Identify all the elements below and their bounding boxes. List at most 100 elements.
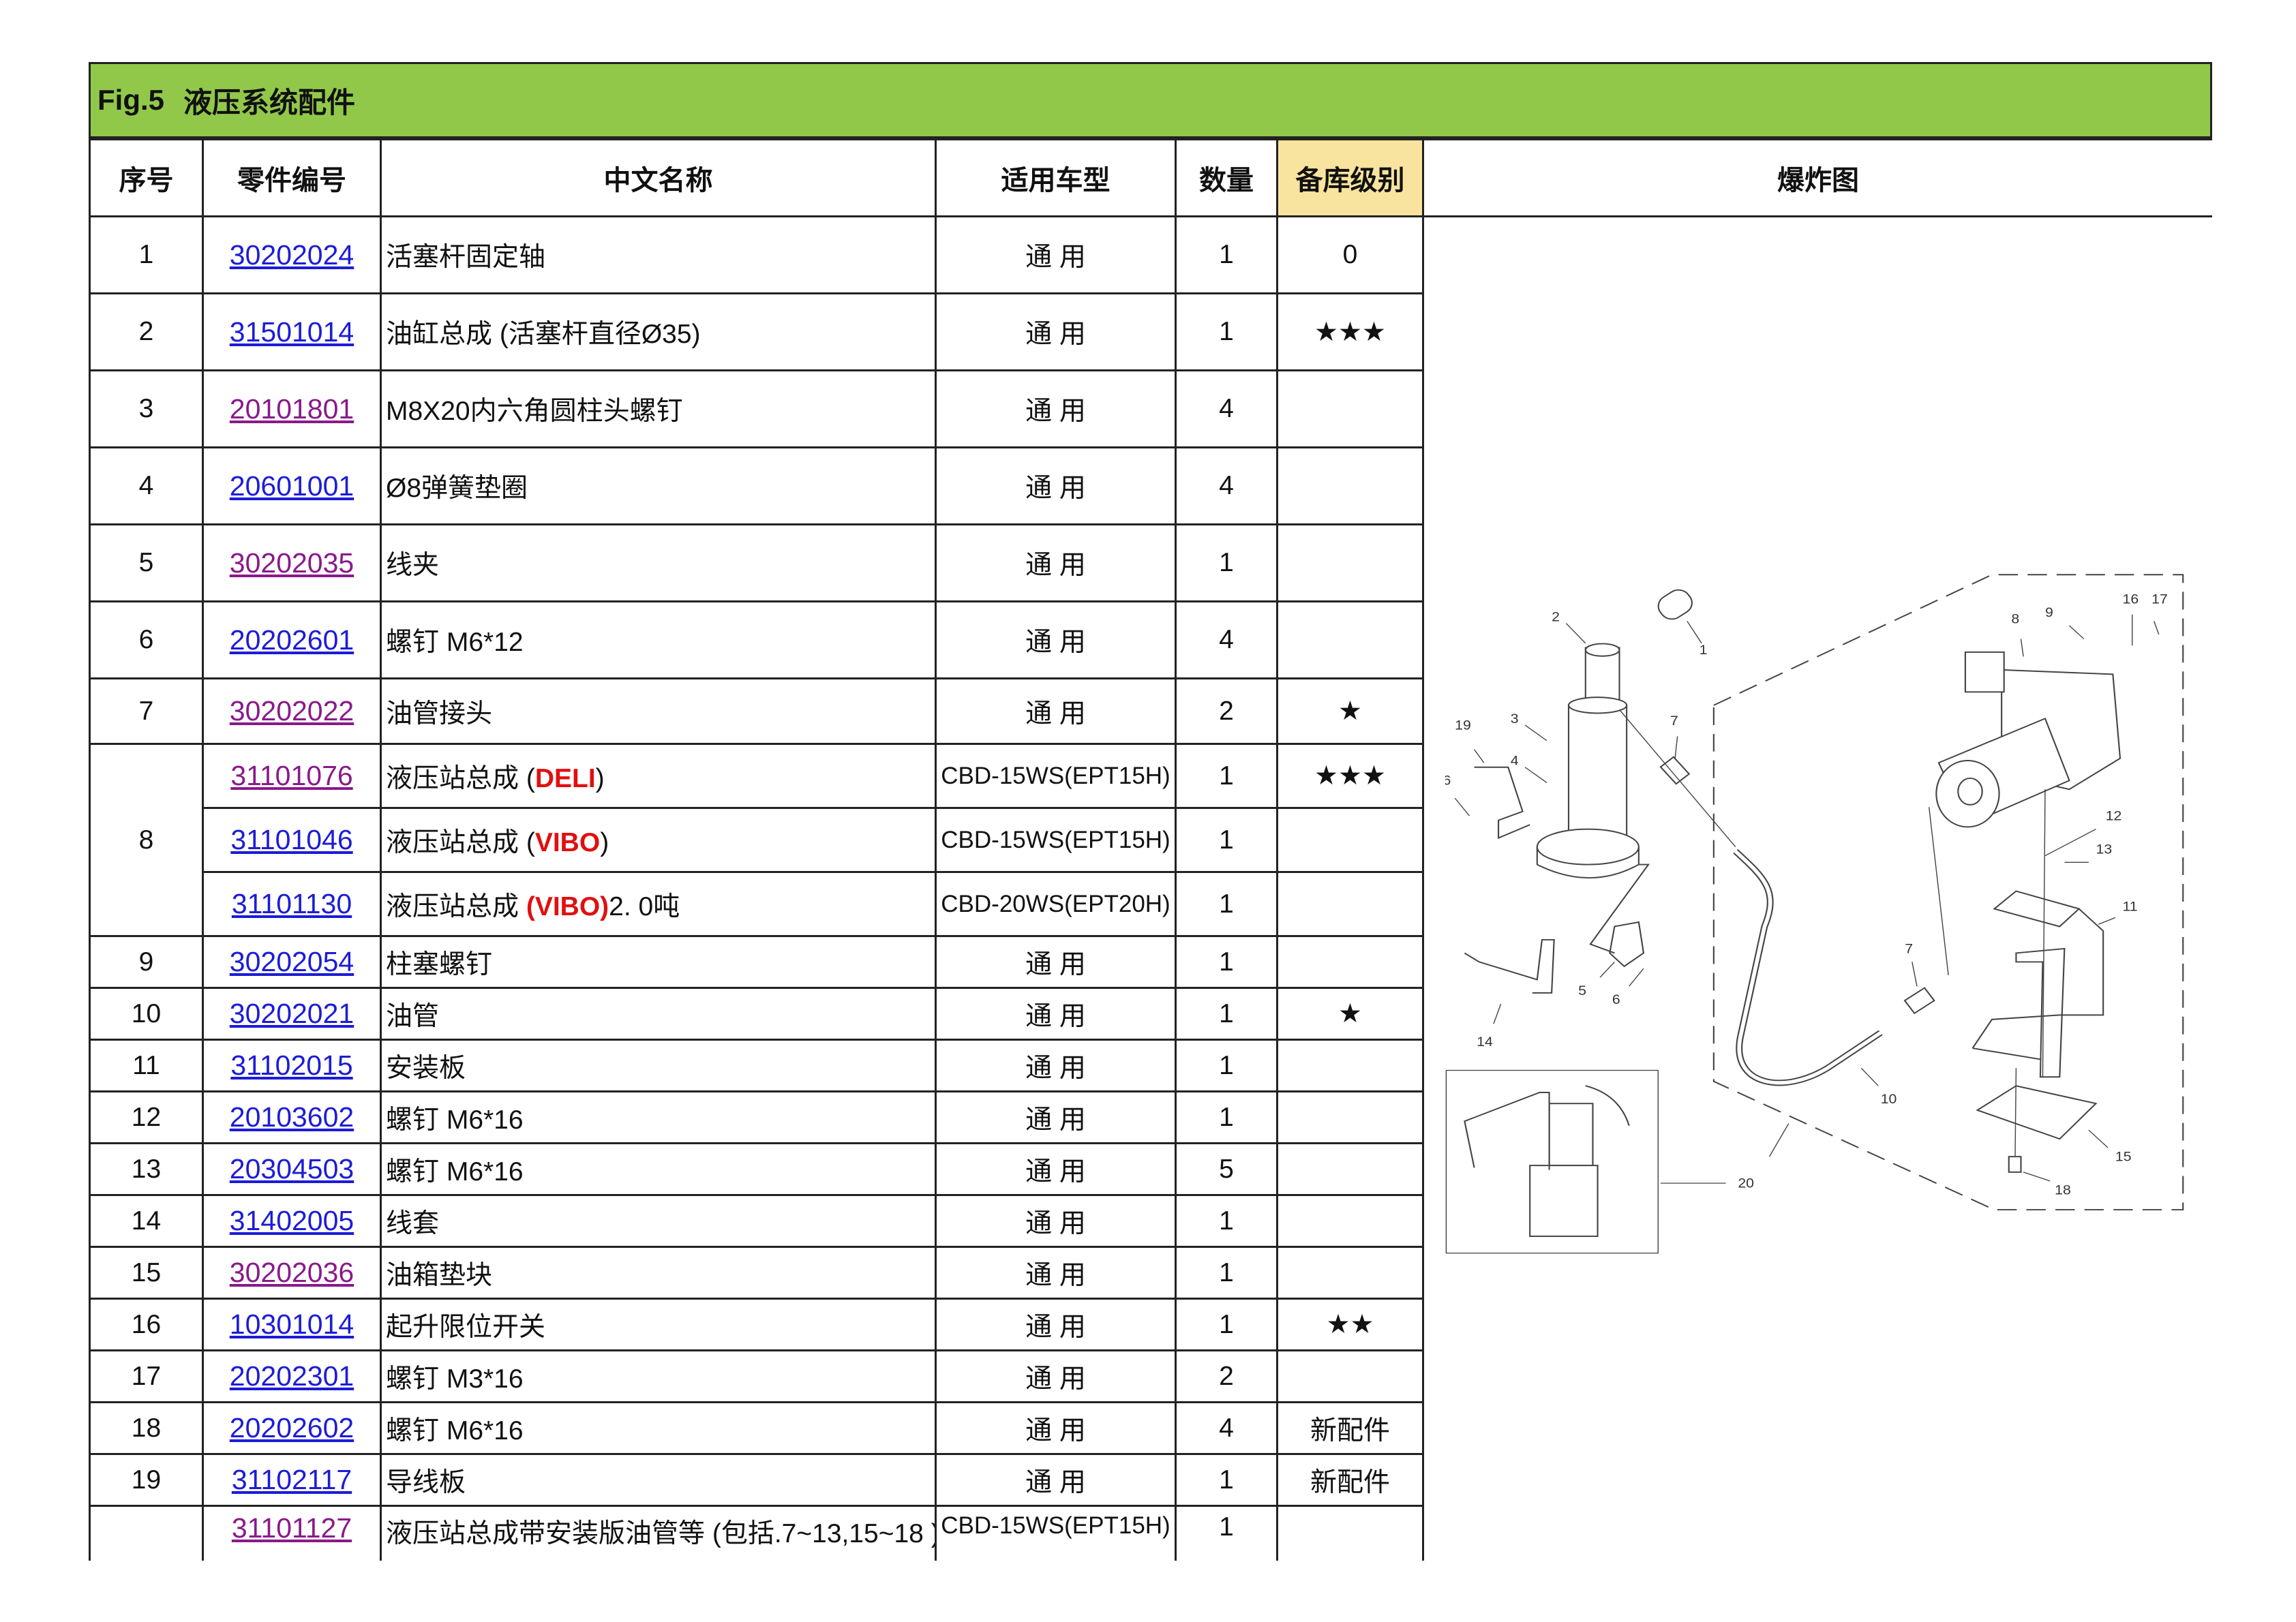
name-cell: 液压站总成 (VIBO)2. 0吨: [380, 871, 937, 937]
part-number-link[interactable]: 20601001: [229, 470, 354, 502]
seq-cell: 14: [89, 1194, 204, 1248]
stock-level-cell: [1276, 1039, 1424, 1092]
name-text: 液压站总成: [386, 891, 526, 921]
part-number-link[interactable]: 31101130: [231, 888, 352, 919]
seq-cell: 8: [89, 743, 204, 937]
part-number-link[interactable]: 20304503: [229, 1153, 354, 1184]
model: CBD-15WS(EPT15H): [941, 826, 1170, 853]
model: CBD-15WS(EPT15H): [941, 762, 1170, 789]
callout-label: 4: [1511, 754, 1519, 768]
seq-cell: 4: [89, 446, 204, 525]
part-number-link[interactable]: 31102117: [231, 1464, 352, 1495]
qty-cell: 1: [1175, 743, 1278, 809]
part-number-link[interactable]: 20202301: [229, 1360, 354, 1392]
brand-name: VIBO: [534, 827, 601, 857]
part-number-cell: 31101046: [202, 807, 382, 873]
name-text: 液压站总成 (: [386, 763, 535, 793]
cylinder-body: [1567, 704, 1628, 839]
model-cell: 通 用: [935, 1090, 1177, 1144]
name-text: 柱塞螺钉: [386, 949, 493, 979]
name-text: M8X20内六角圆柱头螺钉: [386, 397, 683, 426]
part-number-link[interactable]: 20103602: [229, 1101, 354, 1133]
name-text: 液压站总成 (: [386, 827, 535, 857]
model-cell: 通 用: [935, 1039, 1177, 1092]
callout-label: 10: [1881, 1092, 1897, 1107]
seq: 11: [132, 1050, 160, 1080]
name-cell: 起升限位开关: [380, 1298, 937, 1351]
name-text: 螺钉 M6*16: [386, 1157, 524, 1187]
qty: 1: [1219, 761, 1234, 791]
part-number-cell: 31101076: [202, 743, 382, 809]
callout-label: 7: [1905, 942, 1913, 956]
seq-cell: 5: [89, 523, 204, 602]
part-number-link[interactable]: 30202035: [229, 547, 354, 579]
model: 通 用: [1025, 1157, 1086, 1187]
seq-cell: 3: [89, 369, 204, 448]
stock-level-cell: [1276, 1246, 1424, 1300]
stock-level: ★: [1338, 697, 1362, 726]
part-number-link[interactable]: 20101801: [229, 393, 354, 425]
section-title: 液压系统配件: [183, 86, 356, 119]
stock-level: ★★: [1326, 1310, 1374, 1339]
part-number-link[interactable]: 31102015: [230, 1050, 353, 1081]
part-number-cell: 20601001: [202, 446, 382, 525]
qty: 2: [1219, 696, 1234, 726]
callout-label: 3: [1511, 712, 1519, 726]
part-number-cell: 20202602: [202, 1401, 382, 1455]
name-text: 安装板: [386, 1053, 466, 1083]
seq-cell: 20: [89, 1505, 204, 1561]
seq-cell: 10: [89, 987, 204, 1041]
header-qty: 数量: [1175, 138, 1278, 217]
stock-level-cell: 新配件: [1276, 1401, 1424, 1455]
name-cell: 油箱垫块: [380, 1246, 937, 1300]
part-number-link[interactable]: 30202021: [229, 998, 354, 1029]
seq: 8: [138, 825, 154, 855]
qty-cell: 2: [1175, 1349, 1278, 1403]
stock-level-cell: [1276, 871, 1424, 937]
part-number-link[interactable]: 30202036: [229, 1257, 354, 1288]
name-cell: 螺钉 M6*16: [380, 1142, 937, 1196]
part-number-link[interactable]: 30202054: [229, 946, 354, 977]
model-cell: 通 用: [935, 1453, 1177, 1507]
callout-label: 11: [2123, 900, 2138, 915]
part-number-link[interactable]: 10301014: [229, 1309, 354, 1340]
brand-name: (VIBO): [526, 891, 609, 921]
model: 通 用: [1025, 1001, 1086, 1031]
seq-cell: 12: [89, 1090, 204, 1144]
part-number-link[interactable]: 30202022: [229, 695, 354, 726]
callout-label: 14: [1477, 1035, 1493, 1050]
name-cell: 螺钉 M6*16: [380, 1401, 937, 1455]
part-number-link[interactable]: 31501014: [229, 316, 354, 348]
stock-level-cell: ★★★: [1276, 743, 1424, 809]
part-number-cell: 20103602: [202, 1090, 382, 1144]
model: 通 用: [1025, 1312, 1086, 1342]
model-cell: CBD-15WS(EPT15H): [935, 743, 1177, 809]
part-number-link[interactable]: 20202601: [229, 624, 354, 656]
qty-cell: 1: [1175, 292, 1278, 371]
part-number-cell: 31102117: [202, 1453, 382, 1507]
callout-label: 19: [1455, 718, 1471, 733]
qty: 1: [1219, 1206, 1234, 1236]
stock-level-cell: [1276, 369, 1424, 448]
part-number-link[interactable]: 31101046: [230, 824, 353, 855]
piston-pin: [1657, 589, 1693, 620]
part-number-link[interactable]: 20202602: [229, 1412, 354, 1443]
part-number-link[interactable]: 31101076: [230, 760, 353, 791]
part-number-link[interactable]: 30202024: [229, 239, 354, 271]
part-number-link[interactable]: 31101127: [231, 1512, 352, 1544]
part-number-link[interactable]: 31402005: [229, 1205, 354, 1236]
seq-cell: 13: [89, 1142, 204, 1196]
qty: 2: [1219, 1361, 1234, 1391]
qty-cell: 1: [1175, 1039, 1278, 1092]
stock-level-cell: ★★: [1276, 1298, 1424, 1351]
name-text: 油缸总成 (活塞杆直径Ø35): [386, 320, 701, 349]
part-number-cell: 20304503: [202, 1142, 382, 1196]
